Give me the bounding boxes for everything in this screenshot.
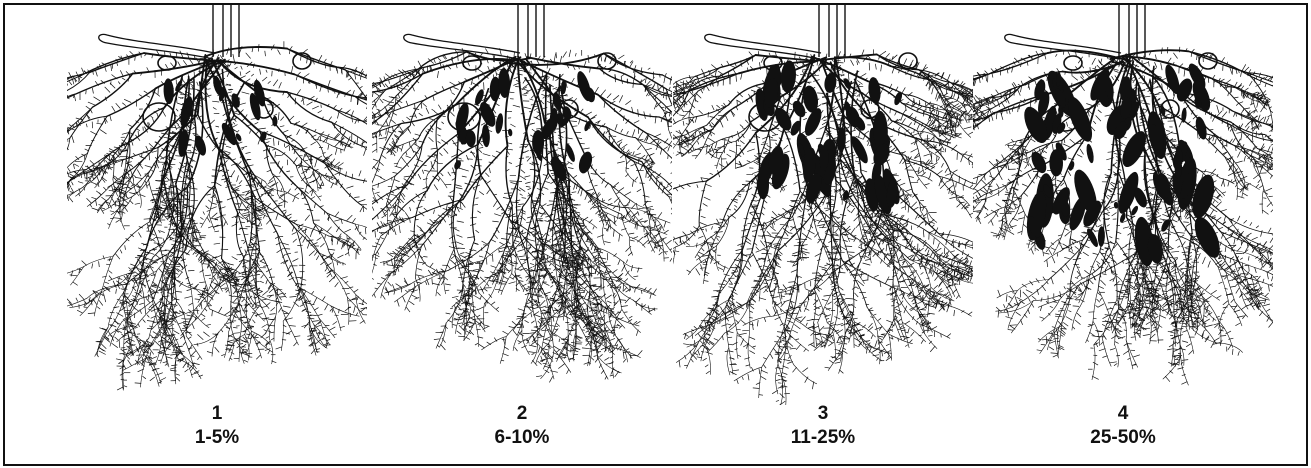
root-strokes xyxy=(973,5,1273,385)
rating-number-1: 1 xyxy=(67,403,367,425)
root-panel-3: 3 11-25% xyxy=(673,5,973,464)
root-panel-4: 4 25-50% xyxy=(973,5,1273,464)
root-panel-2: 2 6-10% xyxy=(372,5,672,464)
root-strokes xyxy=(673,5,973,405)
root-system-drawing-3 xyxy=(673,5,973,405)
figure-frame: 1 1-5% 2 6-10% 3 11-25% 4 25-50% xyxy=(3,3,1308,466)
root-strokes xyxy=(67,5,367,390)
rating-range-2: 6-10% xyxy=(372,427,672,449)
rating-range-4: 25-50% xyxy=(973,427,1273,449)
root-strokes xyxy=(372,5,672,382)
rating-number-3: 3 xyxy=(673,403,973,425)
rating-range-3: 11-25% xyxy=(673,427,973,449)
rating-number-4: 4 xyxy=(973,403,1273,425)
rating-number-2: 2 xyxy=(372,403,672,425)
root-system-drawing-2 xyxy=(372,5,672,405)
rating-range-1: 1-5% xyxy=(67,427,367,449)
root-panel-1: 1 1-5% xyxy=(67,5,367,464)
root-system-drawing-1 xyxy=(67,5,367,405)
root-system-drawing-4 xyxy=(973,5,1273,405)
